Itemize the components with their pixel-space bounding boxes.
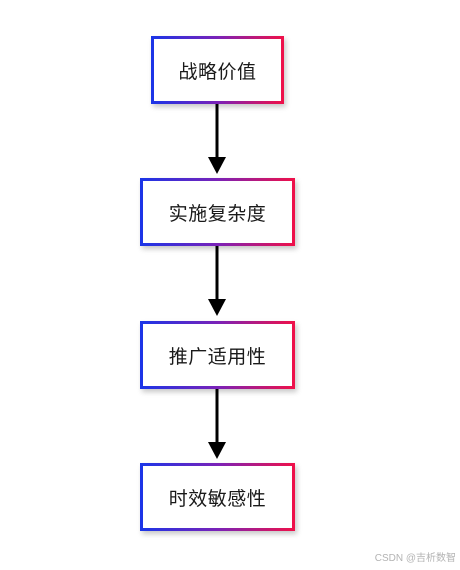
step-time-sensitivity: 时效敏感性 bbox=[140, 463, 295, 531]
step-strategic-value: 战略价值 bbox=[151, 36, 284, 104]
step-label: 实施复杂度 bbox=[168, 202, 267, 225]
arrow-1 bbox=[208, 104, 226, 174]
step-label: 时效敏感性 bbox=[168, 487, 267, 510]
step-applicability: 推广适用性 bbox=[140, 321, 295, 389]
step-implementation-complexity: 实施复杂度 bbox=[140, 178, 295, 246]
step-label: 推广适用性 bbox=[168, 345, 267, 368]
arrow-2 bbox=[208, 246, 226, 316]
watermark-text: CSDN @吉析数智 bbox=[374, 553, 456, 564]
arrow-3 bbox=[208, 389, 226, 459]
step-label: 战略价值 bbox=[178, 60, 257, 83]
